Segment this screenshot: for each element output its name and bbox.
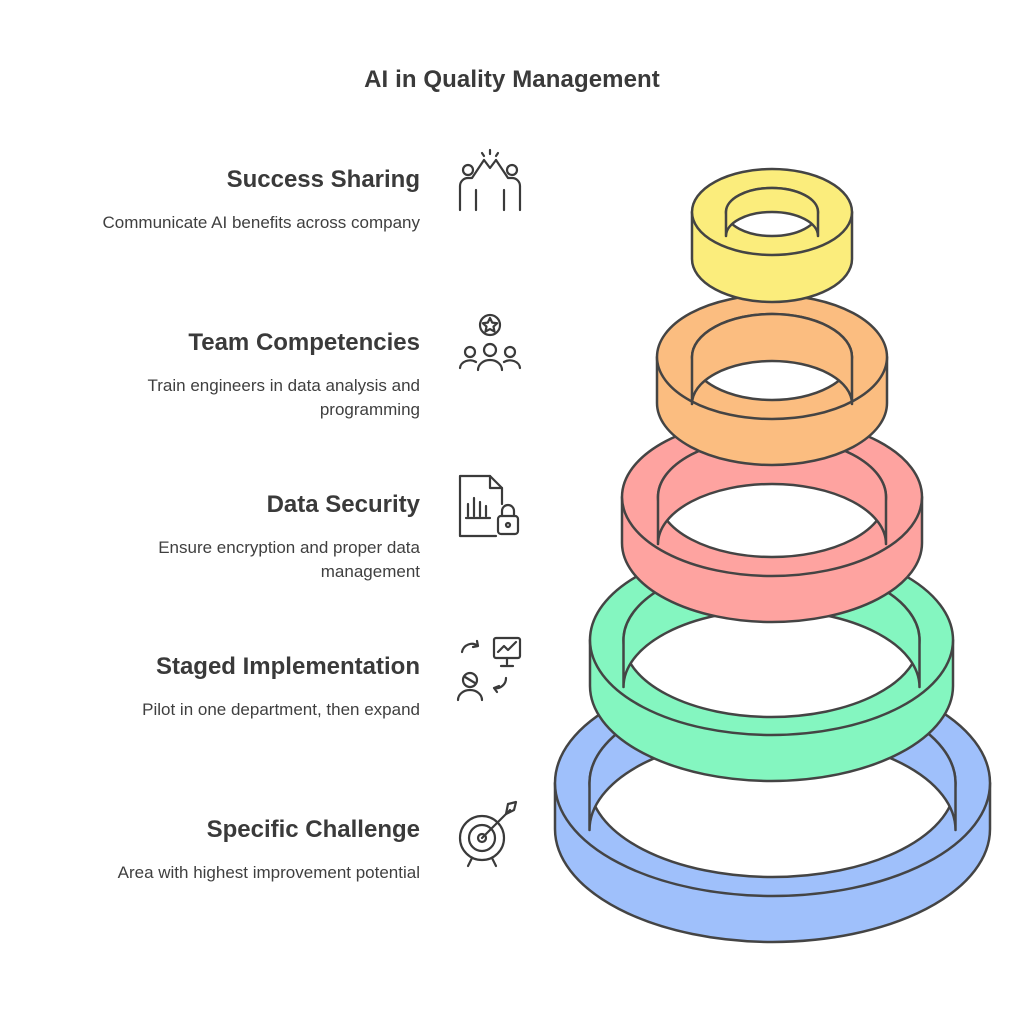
target-arrow-icon [458,800,518,868]
stage-title: Success Sharing [226,166,420,193]
stage-title: Team Competencies [188,329,420,356]
diagram-title: AI in Quality Management [364,66,660,93]
stage-team-competencies: Team Competencies Train engineers in dat… [0,328,420,422]
high-five-people-icon [458,148,522,212]
ring-team-competencies [655,293,889,467]
locked-report-icon [458,474,520,538]
ring-data-security [620,416,924,624]
stage-description: Ensure encryption and proper data manage… [158,538,420,581]
stage-description: Train engineers in data analysis and pro… [147,376,420,419]
stage-description: Area with highest improvement potential [117,863,420,882]
team-star-icon [458,313,522,372]
stage-description: Communicate AI benefits across company [102,213,420,232]
stage-title: Specific Challenge [206,816,420,843]
stage-title: Staged Implementation [155,653,420,680]
stage-specific-challenge: Specific Challenge Area with highest imp… [0,815,420,885]
stage-data-security: Data Security Ensure encryption and prop… [0,490,420,584]
stage-staged-implementation: Staged Implementation Pilot in one depar… [0,652,420,722]
stage-description: Pilot in one department, then expand [142,700,420,719]
stage-title: Data Security [266,491,420,518]
ring-success-sharing [690,167,854,304]
stage-success-sharing: Success Sharing Communicate AI benefits … [0,165,420,235]
presentation-cycle-icon [456,636,522,702]
